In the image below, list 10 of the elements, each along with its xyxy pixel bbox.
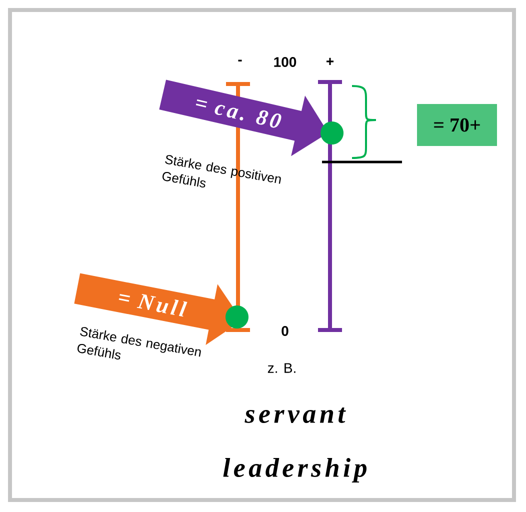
scale-label: +	[326, 58, 334, 65]
value-box: = 70+	[417, 104, 497, 146]
marker-dot	[226, 306, 248, 328]
scale-label: -	[238, 60, 242, 62]
annotation-text: Stärke des positiven Gefühls	[162, 155, 281, 188]
scale-label: 0	[282, 326, 288, 336]
caption: servant leadership	[223, 408, 366, 482]
scale-label: 100	[274, 57, 296, 67]
marker-dot	[320, 122, 344, 144]
note-text: z. B.	[268, 363, 296, 373]
